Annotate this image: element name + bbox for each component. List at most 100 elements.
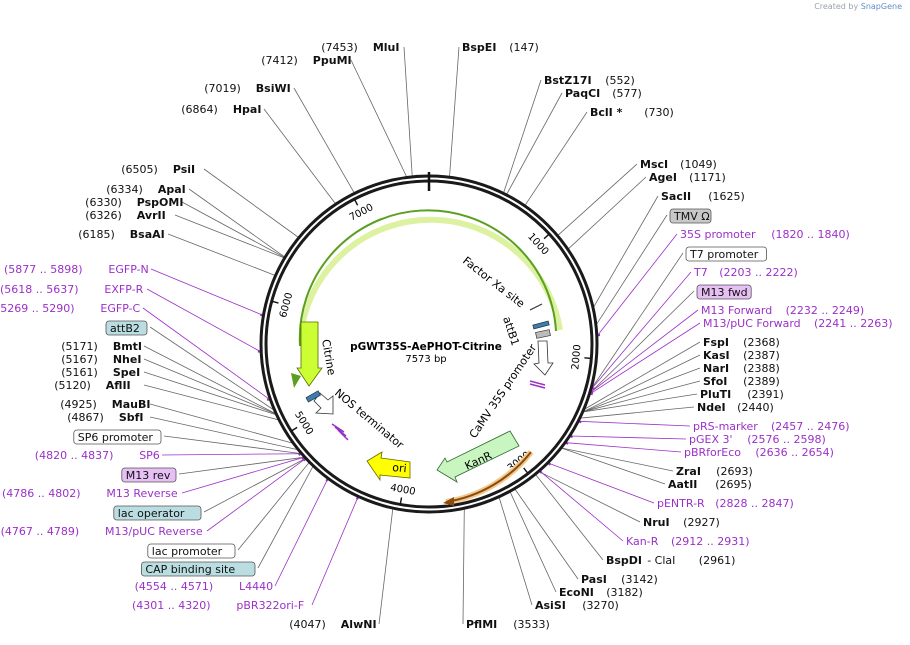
site-label-m13f[interactable]: M13 Forward(2232 .. 2249) bbox=[701, 304, 864, 317]
label-coord-paqci: (577) bbox=[612, 87, 642, 100]
site-label-pspomi[interactable]: PspOMI(6330) bbox=[85, 196, 183, 209]
site-label-paqci[interactable]: PaqCI(577) bbox=[565, 87, 642, 100]
site-label-nrui[interactable]: NruI(2927) bbox=[643, 516, 720, 529]
site-label-bsaai[interactable]: BsaAI(6185) bbox=[78, 228, 165, 241]
label-coord-avrii: (6326) bbox=[85, 209, 122, 222]
site-label-apai[interactable]: ApaI(6334) bbox=[106, 183, 186, 196]
label-name-sbfi: SbfI bbox=[119, 411, 144, 424]
site-label-fspi[interactable]: FspI(2368) bbox=[703, 336, 780, 349]
site-label-egfpn[interactable]: EGFP-N(5877 .. 5898) bbox=[4, 263, 149, 276]
site-label-hpai[interactable]: HpaI(6864) bbox=[181, 103, 261, 116]
label-coord-nari: (2388) bbox=[743, 362, 780, 375]
site-label-m13rev[interactable]: M13 rev bbox=[121, 467, 177, 483]
site-label-sp6[interactable]: SP6(4820 .. 4837) bbox=[35, 449, 160, 462]
label-name-fspi: FspI bbox=[703, 336, 729, 349]
site-label-tmv[interactable]: TMV Ω bbox=[669, 208, 712, 224]
label-coord-econi: (3182) bbox=[606, 586, 643, 599]
site-label-nari[interactable]: NarI(2388) bbox=[703, 362, 780, 375]
site-label-aatii[interactable]: AatII(2695) bbox=[668, 478, 752, 491]
site-label-sbfi[interactable]: SbfI(4867) bbox=[67, 411, 143, 424]
site-label-alwni[interactable]: AlwNI(4047) bbox=[289, 618, 376, 631]
site-label-prs[interactable]: pRS-marker(2457 .. 2476) bbox=[693, 420, 850, 433]
site-label-psii[interactable]: PsiI(6505) bbox=[121, 163, 195, 176]
site-label-bmti[interactable]: BmtI(5171) bbox=[61, 340, 142, 353]
primer-mark-sp6 bbox=[298, 452, 302, 457]
leader-line-spei bbox=[143, 371, 276, 415]
label-name-sacii: SacII bbox=[661, 190, 691, 203]
site-label-econi[interactable]: EcoNI(3182) bbox=[559, 586, 643, 599]
site-label-ndei[interactable]: NdeI(2440) bbox=[697, 401, 774, 414]
label-coord-p35s: (1820 .. 1840) bbox=[771, 228, 850, 241]
site-label-m13pucf[interactable]: M13/pUC Forward(2241 .. 2263) bbox=[703, 317, 893, 330]
label-name-pentrr: pENTR-R bbox=[657, 497, 705, 510]
site-label-pflmi[interactable]: PflMI(3533) bbox=[466, 618, 550, 631]
site-label-pentrr[interactable]: pENTR-R(2828 .. 2847) bbox=[657, 497, 794, 510]
site-label-kasi[interactable]: KasI(2387) bbox=[703, 349, 780, 362]
site-label-avrii[interactable]: AvrII(6326) bbox=[85, 209, 166, 222]
label-coord-kanr_primer: (2912 .. 2931) bbox=[671, 535, 750, 548]
label-text-cap: CAP binding site bbox=[145, 563, 235, 576]
site-label-zrai[interactable]: ZraI(2693) bbox=[676, 465, 753, 478]
site-label-asisi[interactable]: AsiSI(3270) bbox=[535, 599, 619, 612]
site-label-mlui[interactable]: MluI(7453) bbox=[321, 41, 399, 54]
site-label-pasi[interactable]: PasI(3142) bbox=[581, 573, 658, 586]
leader-line-bsiwi bbox=[293, 87, 355, 193]
site-label-bspdi[interactable]: BspDI- ClaI(2961) bbox=[606, 554, 735, 567]
site-label-m13fwd[interactable]: M13 fwd bbox=[696, 284, 752, 300]
site-label-lacprom[interactable]: lac promoter bbox=[147, 543, 236, 559]
site-label-agei[interactable]: AgeI(1171) bbox=[649, 171, 726, 184]
site-label-sp6prom[interactable]: SP6 promoter bbox=[73, 429, 162, 445]
leader-line-pgex bbox=[570, 435, 687, 440]
leader-line-pbrforeco bbox=[566, 442, 682, 453]
site-label-nhei[interactable]: NheI(5167) bbox=[61, 353, 141, 366]
site-label-kanr_primer[interactable]: Kan-R(2912 .. 2931) bbox=[626, 535, 750, 548]
leader-line-ndei bbox=[580, 406, 695, 419]
label-name-mlui: MluI bbox=[373, 41, 400, 54]
label-name-bcli: BclI * bbox=[590, 106, 623, 119]
leader-line-pflmi bbox=[462, 509, 465, 625]
leader-line-p35s bbox=[597, 233, 678, 336]
label-coord-sfoi: (2389) bbox=[743, 375, 780, 388]
site-label-bsiwi[interactable]: BsiWI(7019) bbox=[204, 82, 291, 95]
site-label-maubi[interactable]: MauBI(4925) bbox=[60, 398, 150, 411]
primer-mark-t7 bbox=[591, 387, 595, 390]
site-label-exfpr[interactable]: EXFP-R(5618 .. 5637) bbox=[0, 283, 144, 296]
site-label-pgex[interactable]: pGEX 3'(2576 .. 2598) bbox=[689, 433, 826, 446]
site-label-t7prom[interactable]: T7 promoter bbox=[685, 246, 767, 262]
site-label-aflii[interactable]: AflII(5120) bbox=[54, 379, 130, 392]
site-label-bspei[interactable]: BspEI(147) bbox=[462, 41, 539, 54]
label-box-tmv bbox=[669, 208, 712, 224]
label-text-sp6prom: SP6 promoter bbox=[78, 431, 154, 444]
label-name2-bspdi: - ClaI bbox=[647, 554, 675, 567]
site-label-t7[interactable]: T7(2203 .. 2222) bbox=[693, 266, 798, 279]
leader-line-econi bbox=[509, 492, 557, 593]
site-label-pbrforeco[interactable]: pBRforEco(2636 .. 2654) bbox=[684, 446, 834, 459]
site-label-bstz17i[interactable]: BstZ17I(552) bbox=[544, 74, 635, 87]
leader-line-aflii bbox=[143, 384, 279, 421]
label-coord-bspdi: (2961) bbox=[699, 554, 736, 567]
site-label-cap[interactable]: CAP binding site bbox=[140, 561, 256, 577]
label-coord-nhei: (5167) bbox=[61, 353, 98, 366]
site-label-bcli[interactable]: BclI *(730) bbox=[590, 106, 674, 119]
site-label-spei[interactable]: SpeI(5161) bbox=[61, 366, 140, 379]
leader-line-alwni bbox=[378, 509, 394, 625]
site-label-pluti[interactable]: PluTI(2391) bbox=[700, 388, 784, 401]
label-coord-pbr322: (4301 .. 4320) bbox=[132, 599, 211, 612]
site-label-lacop[interactable]: lac operator bbox=[113, 505, 202, 521]
site-label-sacii[interactable]: SacII(1625) bbox=[661, 190, 745, 203]
ruler-label-6000: 6000 bbox=[278, 292, 295, 319]
label-coord-pspomi: (6330) bbox=[85, 196, 122, 209]
site-label-m13r[interactable]: M13 Reverse(4786 .. 4802) bbox=[2, 487, 178, 500]
label-coord-egfpn: (5877 .. 5898) bbox=[4, 263, 83, 276]
site-label-sfoi[interactable]: SfoI(2389) bbox=[703, 375, 780, 388]
site-label-msci[interactable]: MscI(1049) bbox=[640, 158, 717, 171]
site-label-egfpc[interactable]: EGFP-C(5269 .. 5290) bbox=[0, 302, 141, 315]
site-label-ppumi[interactable]: PpuMI(7412) bbox=[261, 54, 351, 67]
site-label-attb2[interactable]: attB2 bbox=[105, 320, 148, 336]
nos-terminator-arrow bbox=[313, 392, 334, 415]
site-label-m13pucr[interactable]: M13/pUC Reverse(4767 .. 4789) bbox=[1, 525, 203, 538]
site-label-l4440[interactable]: L4440(4554 .. 4571) bbox=[135, 580, 274, 593]
site-label-pbr322[interactable]: pBR322ori-F(4301 .. 4320) bbox=[132, 599, 304, 612]
site-label-p35s[interactable]: 35S promoter(1820 .. 1840) bbox=[680, 228, 850, 241]
label-text-lacprom: lac promoter bbox=[152, 545, 223, 558]
